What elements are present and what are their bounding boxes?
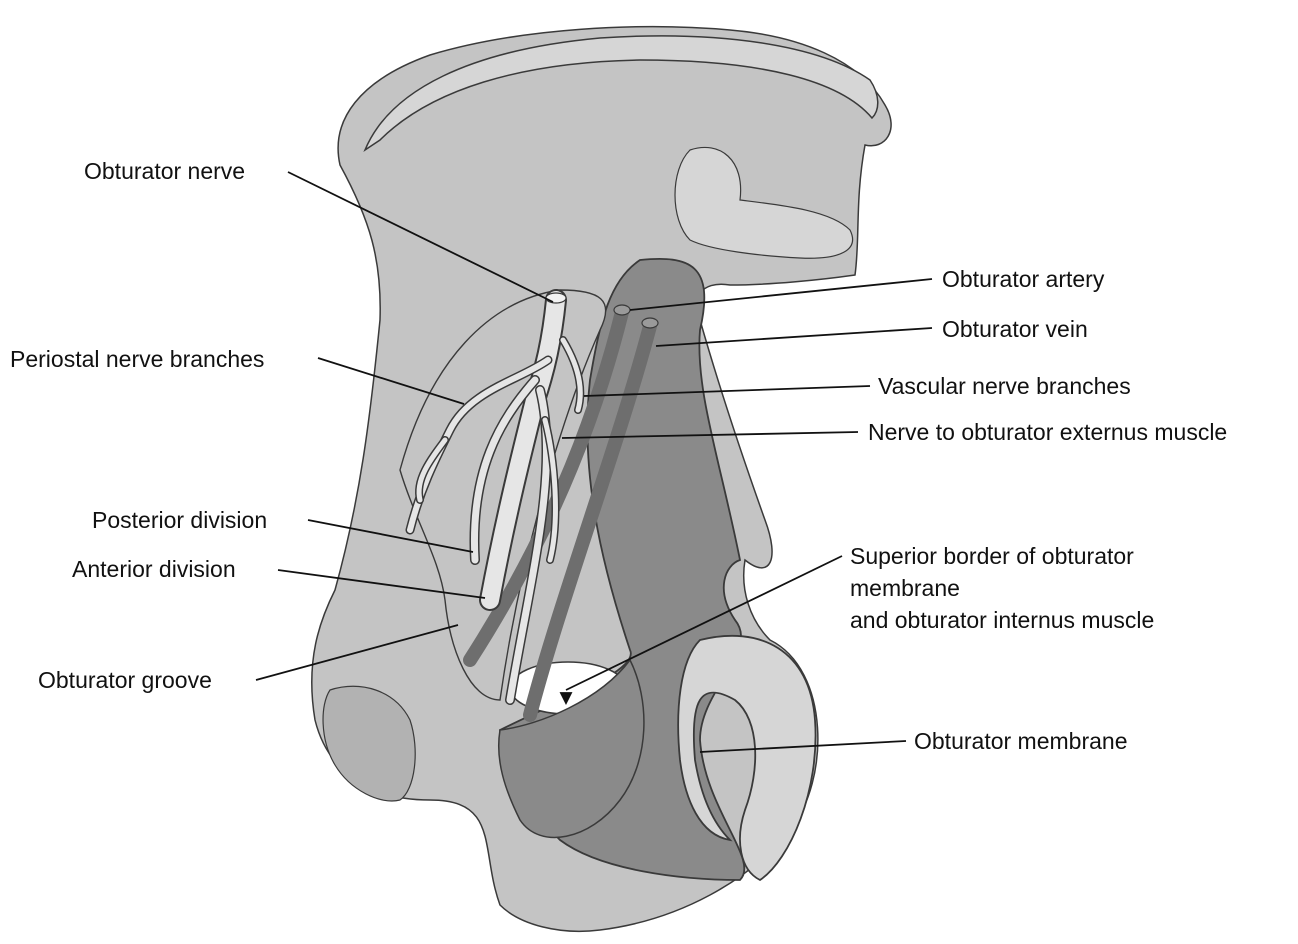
- label-periostal-nerve-branches: Periostal nerve branches: [10, 345, 264, 373]
- label-superior-border-line2: membrane: [850, 574, 960, 602]
- label-superior-border-line1: Superior border of obturator: [850, 542, 1134, 570]
- label-obturator-nerve: Obturator nerve: [84, 157, 245, 185]
- label-posterior-division: Posterior division: [92, 506, 267, 534]
- obturator-vein-end: [642, 318, 658, 328]
- obturator-nerve-end: [546, 293, 566, 303]
- label-obturator-artery: Obturator artery: [942, 265, 1104, 293]
- label-superior-border-line3: and obturator internus muscle: [850, 606, 1154, 634]
- label-vascular-nerve-branches: Vascular nerve branches: [878, 372, 1131, 400]
- label-obturator-groove: Obturator groove: [38, 666, 212, 694]
- label-obturator-membrane: Obturator membrane: [914, 727, 1127, 755]
- label-anterior-division: Anterior division: [72, 555, 236, 583]
- label-obturator-vein: Obturator vein: [942, 315, 1088, 343]
- label-nerve-to-obturator-externus: Nerve to obturator externus muscle: [868, 418, 1227, 446]
- obturator-artery-end: [614, 305, 630, 315]
